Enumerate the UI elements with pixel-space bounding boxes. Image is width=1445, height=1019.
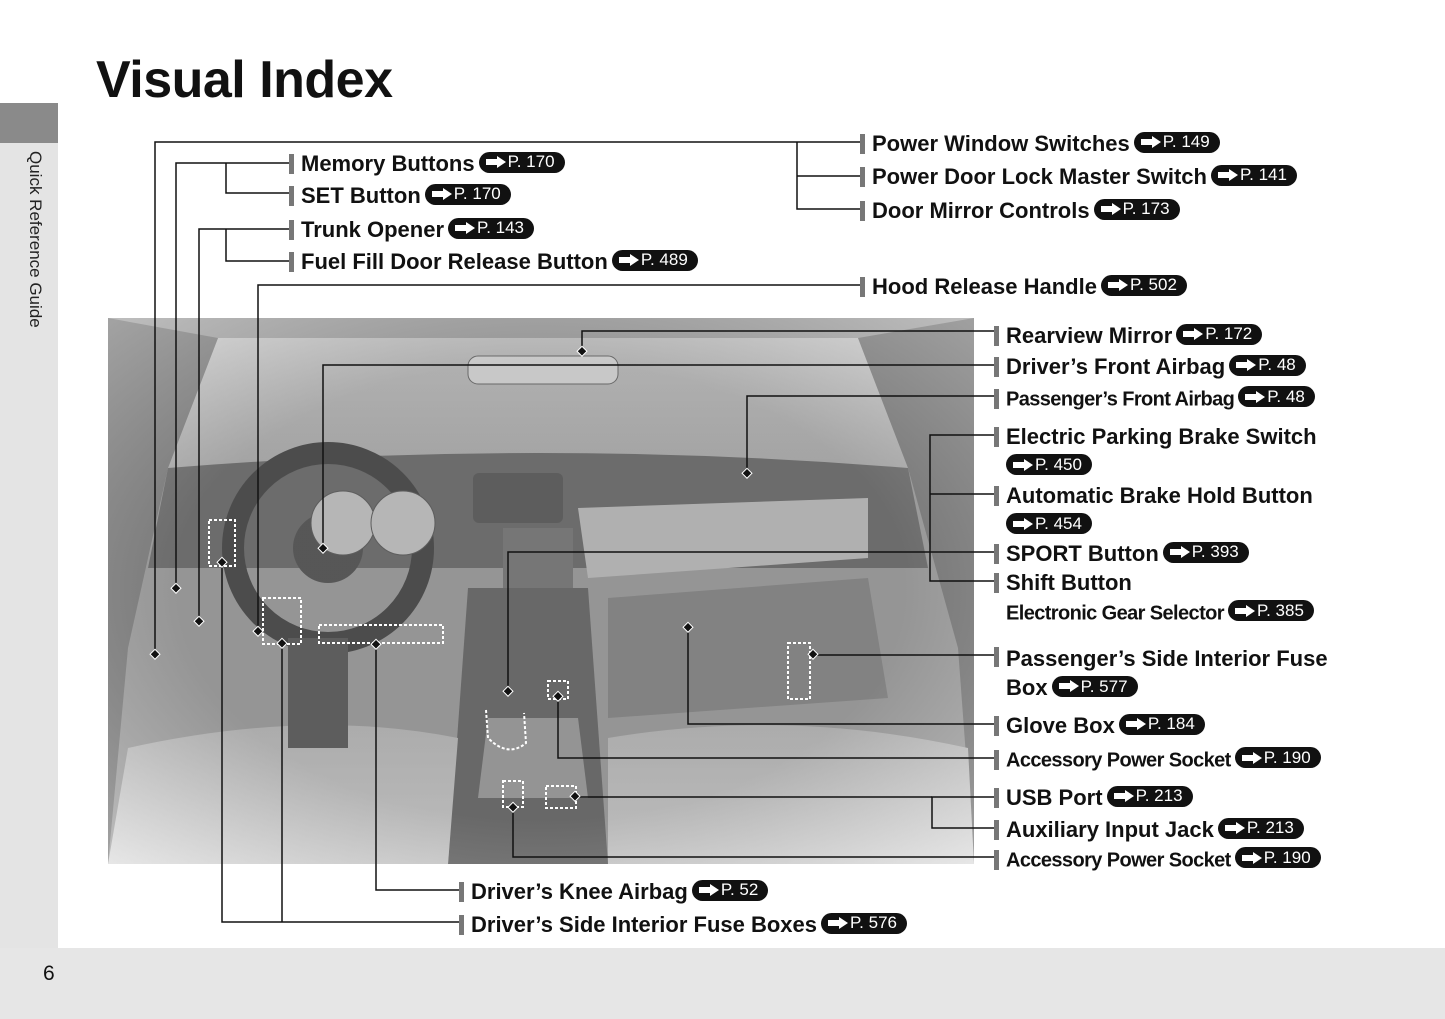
arrow-icon bbox=[828, 917, 849, 929]
label-shift-button: Shift Button bbox=[994, 570, 1132, 596]
page-ref-link[interactable]: P. 213 bbox=[1217, 817, 1304, 839]
arrow-icon bbox=[1113, 790, 1134, 802]
arrow-icon bbox=[1241, 751, 1262, 764]
arrow-icon bbox=[1013, 517, 1033, 530]
page-number: 6 bbox=[43, 962, 55, 985]
arrow-icon bbox=[1241, 851, 1262, 864]
page-ref-link[interactable]: P. 170 bbox=[478, 151, 565, 173]
page-ref-link[interactable]: P. 173 bbox=[1093, 198, 1180, 220]
arrow-icon bbox=[1169, 546, 1190, 558]
arrow-icon bbox=[1107, 279, 1128, 291]
page-ref-link[interactable]: P. 577 bbox=[1051, 675, 1138, 697]
arrow-icon bbox=[1058, 680, 1079, 692]
page-ref-link[interactable]: P. 502 bbox=[1100, 274, 1187, 296]
page-ref-link[interactable]: P. 184 bbox=[1118, 713, 1205, 735]
arrow-icon bbox=[618, 254, 639, 266]
car-interior-illustration bbox=[108, 318, 974, 864]
page-ref-link[interactable]: P. 170 bbox=[424, 183, 511, 205]
arrow-icon bbox=[1245, 390, 1266, 403]
page-ref-link[interactable]: P. 143 bbox=[448, 217, 535, 239]
arrow-icon bbox=[1183, 328, 1204, 340]
page-title: Visual Index bbox=[96, 51, 393, 109]
arrow-icon bbox=[485, 156, 506, 168]
arrow-icon bbox=[1125, 718, 1146, 730]
page-ref-link[interactable]: P. 450 bbox=[1006, 454, 1092, 475]
section-tab bbox=[0, 103, 58, 143]
page-ref-link[interactable]: P. 48 bbox=[1238, 386, 1315, 407]
page-ref-link[interactable]: P. 576 bbox=[821, 912, 907, 934]
page-footer bbox=[0, 948, 1445, 1019]
page-ref-link[interactable]: P. 385 bbox=[1227, 600, 1314, 621]
arrow-icon bbox=[1217, 169, 1238, 181]
page-ref-link[interactable]: P. 213 bbox=[1106, 785, 1193, 807]
arrow-icon bbox=[1013, 458, 1033, 471]
arrow-icon bbox=[698, 884, 719, 896]
page-ref-link[interactable]: P. 190 bbox=[1234, 747, 1321, 768]
page-ref-link[interactable]: P. 190 bbox=[1234, 847, 1321, 868]
page-ref-link[interactable]: P. 141 bbox=[1210, 164, 1297, 186]
arrow-icon bbox=[1224, 822, 1245, 834]
page-ref-link[interactable]: P. 393 bbox=[1162, 541, 1249, 563]
page-ref-link[interactable]: P. 48 bbox=[1229, 354, 1306, 376]
arrow-icon bbox=[431, 188, 452, 200]
page-ref-link[interactable]: P. 454 bbox=[1006, 513, 1092, 534]
arrow-icon bbox=[455, 222, 476, 234]
page-ref-link[interactable]: P. 52 bbox=[691, 879, 769, 901]
arrow-icon bbox=[1100, 203, 1121, 215]
page-ref-link[interactable]: P. 172 bbox=[1176, 323, 1263, 345]
arrow-icon bbox=[1140, 136, 1161, 148]
arrow-icon bbox=[1236, 359, 1257, 371]
page-ref-link[interactable]: P. 149 bbox=[1133, 131, 1220, 153]
page-ref-link[interactable]: P. 489 bbox=[611, 249, 698, 271]
section-sidebar: Quick Reference Guide bbox=[0, 103, 58, 948]
arrow-icon bbox=[1234, 604, 1255, 617]
